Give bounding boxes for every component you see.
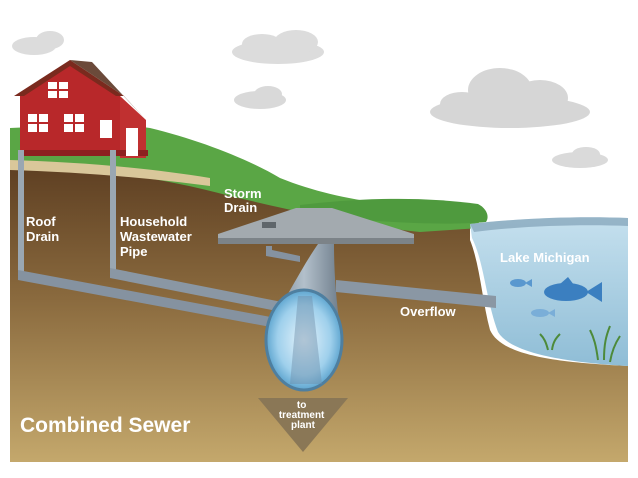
household-pipe-vertical [110, 150, 116, 274]
cloud-icon [234, 86, 286, 109]
lake-michigan-label: Lake Michigan [500, 250, 590, 265]
treatment-plant-label: to treatment plant [279, 400, 327, 431]
fish-icon [510, 279, 532, 287]
overflow-pipe [336, 280, 496, 308]
roof-drain-pipe [18, 150, 24, 274]
arrow-down-icon [258, 398, 348, 452]
overflow-label: Overflow [400, 304, 457, 319]
household-lateral [110, 268, 282, 312]
roof-drain-label: Roof Drain [26, 214, 59, 244]
cloud-icon [12, 31, 64, 55]
house-icon [14, 60, 148, 158]
storm-grate-icon [262, 222, 276, 228]
fish-icon [544, 277, 602, 302]
storm-drain-label: Storm Drain [224, 186, 265, 215]
cloud-icon [552, 147, 608, 168]
fish-icon [531, 309, 555, 317]
storm-drain-connector [266, 246, 300, 262]
pipe-flow-shadow [290, 296, 322, 384]
cloud-icon [430, 68, 590, 128]
street-edge [218, 238, 414, 244]
street-storm-drain [218, 208, 414, 242]
cloud-icon [232, 30, 324, 64]
diagram-title: Combined Sewer [20, 414, 190, 437]
sewer-pipe-opening [264, 288, 344, 392]
reeds-icon [539, 325, 621, 363]
household-wastewater-pipe-label: Household Wastewater Pipe [120, 214, 195, 259]
lake-surface [470, 217, 628, 232]
roof-drain-lateral [18, 270, 276, 328]
